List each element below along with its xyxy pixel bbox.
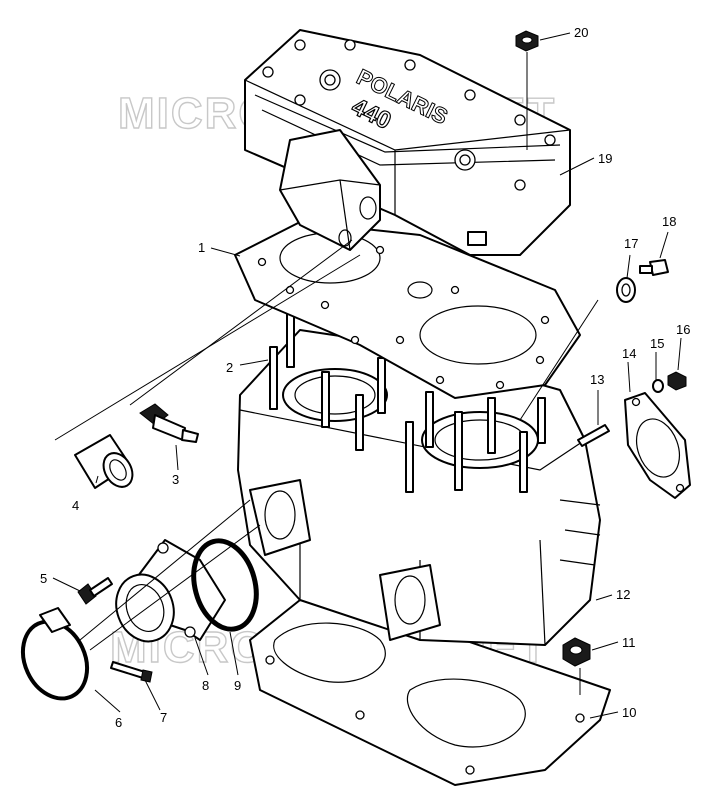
nut-16 xyxy=(667,371,687,391)
callout-13: 13 xyxy=(590,372,604,387)
callout-7: 7 xyxy=(160,710,167,725)
base-gasket xyxy=(249,599,611,786)
callout-1: 1 xyxy=(198,240,205,255)
head-cover: POLARIS 440 xyxy=(244,29,571,256)
callout-4: 4 xyxy=(72,498,79,513)
callout-18: 18 xyxy=(662,214,676,229)
gasket-14 xyxy=(624,392,691,499)
stud-13 xyxy=(577,424,610,447)
callout-8: 8 xyxy=(202,678,209,693)
callout-2: 2 xyxy=(226,360,233,375)
temp-sensor-3 xyxy=(139,403,199,443)
callout-16: 16 xyxy=(676,322,690,337)
callout-14: 14 xyxy=(622,346,636,361)
screw-5 xyxy=(77,577,113,605)
callout-19: 19 xyxy=(598,151,612,166)
intake-adaptor-8 xyxy=(115,539,226,643)
callout-17: 17 xyxy=(624,236,638,251)
callout-6: 6 xyxy=(115,715,122,730)
callout-3: 3 xyxy=(172,472,179,487)
nut-20 xyxy=(515,30,539,52)
callout-20: 20 xyxy=(574,25,588,40)
o-ring-9 xyxy=(191,538,259,632)
washer-17 xyxy=(616,277,636,303)
callout-5: 5 xyxy=(40,571,47,586)
clamp-6 xyxy=(20,607,90,701)
washer-15 xyxy=(652,379,664,393)
sleeve-4 xyxy=(74,434,134,489)
callout-12: 12 xyxy=(616,587,630,602)
callout-11: 11 xyxy=(622,635,636,650)
studs xyxy=(269,311,546,493)
nut-11 xyxy=(562,637,591,667)
callouts: 1 2 3 4 5 6 7 8 9 10 11 12 13 14 15 16 1… xyxy=(40,25,690,730)
leader-lines xyxy=(52,32,682,719)
callout-15: 15 xyxy=(650,336,664,351)
callout-10: 10 xyxy=(622,705,636,720)
callout-9: 9 xyxy=(234,678,241,693)
screw-7 xyxy=(110,661,153,683)
bolt-18 xyxy=(639,259,669,276)
